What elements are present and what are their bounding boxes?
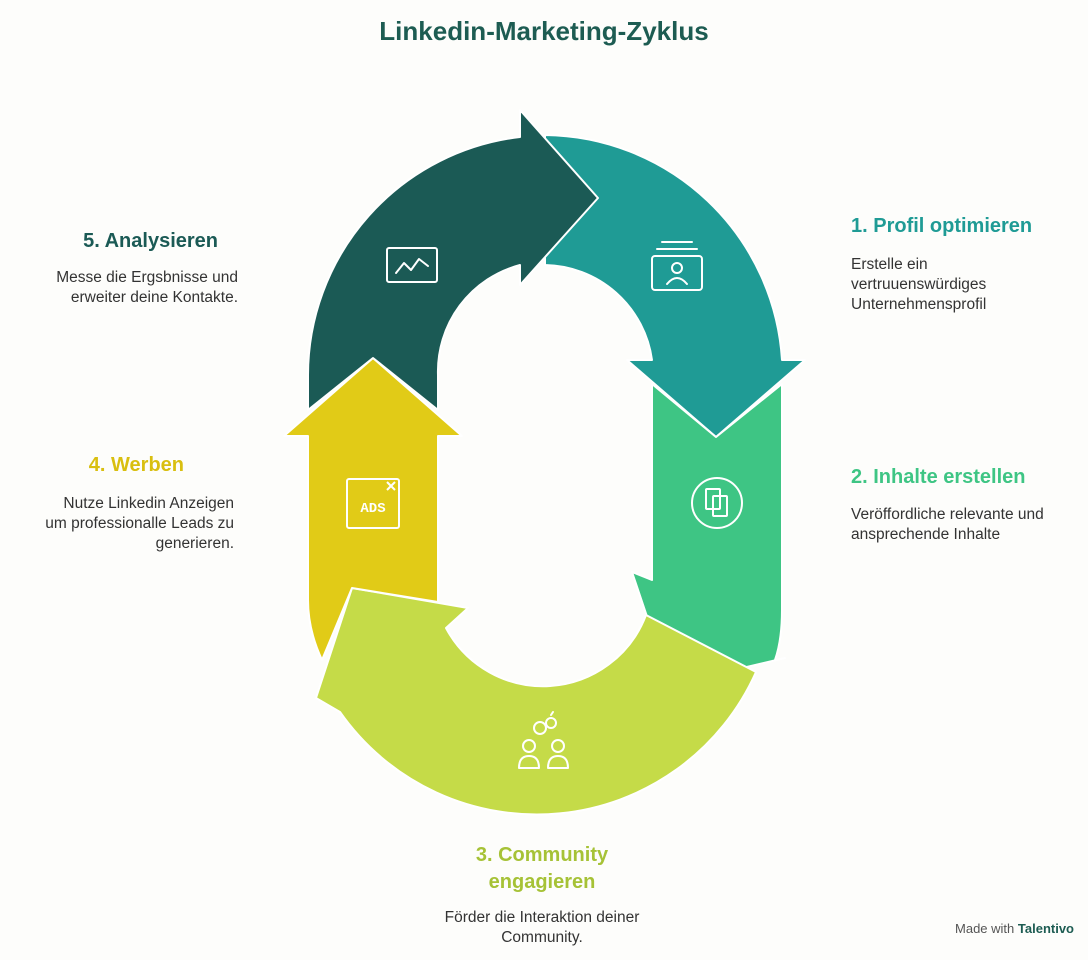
ads-icon-label: ADS [360, 501, 385, 517]
cycle-segment-4 [283, 357, 463, 661]
step-1-title: 1. Profil optimieren [851, 215, 1033, 237]
profile-card-icon [651, 241, 703, 291]
community-icon [518, 711, 569, 769]
step-5-title: 5. Analysieren [83, 230, 218, 252]
step-3-desc: Förder die Interaktion deiner Community. [444, 909, 640, 946]
ads-icon: ADS [346, 478, 400, 529]
analytics-chart-icon [386, 247, 438, 283]
step-2-title: 2. Inhalte erstellen [851, 466, 1026, 488]
step-4-title: 4. Werben [88, 454, 184, 476]
step-5-desc: Messe die Ergsbnisse und erweiter deine … [56, 269, 238, 306]
step-2-desc: Veröffordliche relevante und ansprechend… [851, 506, 1044, 543]
step-3-title: 3. Community engagieren [475, 844, 609, 893]
page-title: Linkedin-Marketing-Zyklus [379, 16, 709, 46]
cycle-segment-3 [315, 587, 757, 816]
step-4-desc: Nutze Linkedin Anzeigen um professionall… [45, 495, 234, 552]
cycle-segment-1 [544, 134, 806, 438]
footer-credit: Made with Talentivo [955, 921, 1074, 936]
copy-content-icon [691, 477, 743, 529]
footer-brand: Talentivo [1017, 921, 1074, 936]
cycle-segment-5 [307, 109, 599, 411]
step-1-desc: Erstelle ein vertruuenswürdiges Unterneh… [851, 256, 987, 313]
